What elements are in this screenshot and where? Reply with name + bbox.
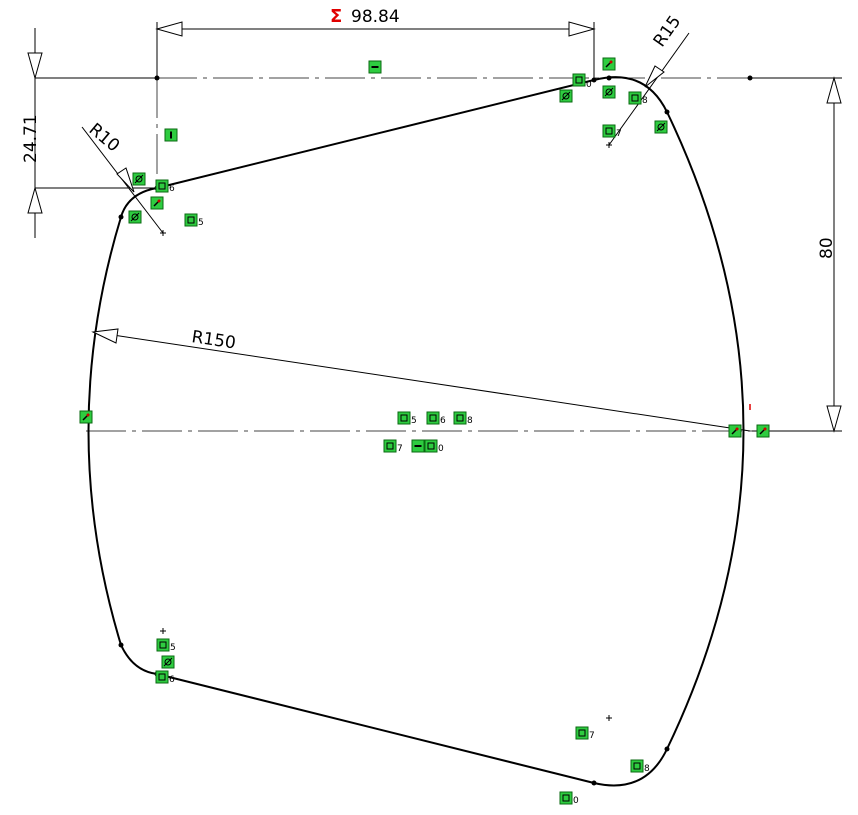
height-dimension[interactable]: 80 bbox=[817, 76, 842, 433]
relation-index: 6 bbox=[440, 416, 446, 426]
height-dimension-value[interactable]: 80 bbox=[817, 237, 837, 259]
relation-index: 7 bbox=[589, 731, 595, 741]
width-dimension[interactable]: Σ 98.84 bbox=[155, 6, 596, 37]
relation-icons[interactable] bbox=[79, 57, 770, 805]
fix-relation-icon[interactable] bbox=[756, 424, 770, 438]
bottom-slanted-edge[interactable] bbox=[156, 673, 595, 784]
sketch-points[interactable] bbox=[118, 75, 753, 786]
relation-index: 0 bbox=[586, 80, 592, 90]
vertical-relation-icon[interactable] bbox=[164, 128, 178, 142]
coincident-relation-icon[interactable] bbox=[383, 439, 397, 453]
tangent-relation-icon[interactable] bbox=[132, 172, 146, 186]
sigma-symbol: Σ bbox=[330, 6, 342, 27]
coincident-relation-icon[interactable] bbox=[575, 726, 589, 740]
relation-index-labels: 0 8 7 6 5 5 6 8 7 0 5 6 7 8 0 bbox=[169, 80, 650, 806]
width-dimension-value[interactable]: 98.84 bbox=[351, 7, 400, 27]
coincident-relation-icon[interactable] bbox=[602, 124, 616, 138]
tangent-relation-icon[interactable] bbox=[161, 655, 175, 669]
left-side-arc[interactable] bbox=[87, 216, 122, 646]
offset-dimension[interactable]: 24.71 bbox=[21, 28, 43, 238]
top-left-fillet[interactable] bbox=[120, 187, 158, 218]
top-right-fillet[interactable] bbox=[593, 76, 668, 113]
r150-dimension-value[interactable]: R150 bbox=[190, 327, 237, 353]
relation-index: 7 bbox=[616, 129, 622, 139]
centerlines bbox=[86, 77, 752, 432]
bottom-left-fillet[interactable] bbox=[120, 644, 158, 675]
relation-index: 6 bbox=[169, 184, 175, 194]
relation-index: 5 bbox=[198, 218, 204, 228]
coincident-relation-icon[interactable] bbox=[426, 411, 440, 425]
tangent-relation-icon[interactable] bbox=[602, 85, 616, 99]
relation-index: 8 bbox=[467, 416, 473, 426]
coincident-relation-icon[interactable] bbox=[155, 670, 169, 684]
coincident-relation-icon[interactable] bbox=[630, 759, 644, 773]
sketch-profile[interactable] bbox=[87, 76, 745, 787]
fix-relation-icon[interactable] bbox=[602, 57, 616, 71]
r150-dimension[interactable]: R150 bbox=[91, 327, 751, 432]
offset-dimension-value[interactable]: 24.71 bbox=[21, 114, 41, 163]
horizontal-relation-icon[interactable] bbox=[368, 60, 382, 74]
bottom-right-fillet[interactable] bbox=[593, 748, 668, 787]
r10-dimension-value[interactable]: R10 bbox=[85, 120, 123, 157]
coincident-relation-icon[interactable] bbox=[397, 411, 411, 425]
coincident-relation-icon[interactable] bbox=[453, 411, 467, 425]
fix-relation-icon[interactable] bbox=[79, 410, 93, 424]
fix-relation-icon[interactable] bbox=[150, 196, 164, 210]
relation-index: 5 bbox=[170, 643, 176, 653]
coincident-relation-icon[interactable] bbox=[424, 439, 438, 453]
relation-index: 5 bbox=[411, 416, 417, 426]
coincident-relation-icon[interactable] bbox=[572, 73, 586, 87]
horizontal-relation-icon[interactable] bbox=[411, 439, 425, 453]
extension-lines bbox=[35, 22, 842, 432]
relation-index: 0 bbox=[438, 444, 444, 454]
right-side-arc[interactable] bbox=[666, 111, 745, 750]
relation-index: 8 bbox=[642, 96, 648, 106]
relation-index: 8 bbox=[644, 764, 650, 774]
relation-index: 7 bbox=[397, 444, 403, 454]
coincident-relation-icon[interactable] bbox=[184, 213, 198, 227]
coincident-relation-icon[interactable] bbox=[156, 638, 170, 652]
coincident-relation-icon[interactable] bbox=[155, 179, 169, 193]
tangent-relation-icon[interactable] bbox=[128, 210, 142, 224]
tangent-relation-icon[interactable] bbox=[559, 89, 573, 103]
relation-index: 6 bbox=[169, 675, 175, 685]
tangent-relation-icon[interactable] bbox=[654, 120, 668, 134]
relation-index: 0 bbox=[573, 796, 579, 806]
coincident-relation-icon[interactable] bbox=[559, 791, 573, 805]
fix-relation-icon[interactable] bbox=[728, 424, 742, 438]
top-slanted-edge[interactable] bbox=[156, 79, 595, 189]
coincident-relation-icon[interactable] bbox=[628, 91, 642, 105]
